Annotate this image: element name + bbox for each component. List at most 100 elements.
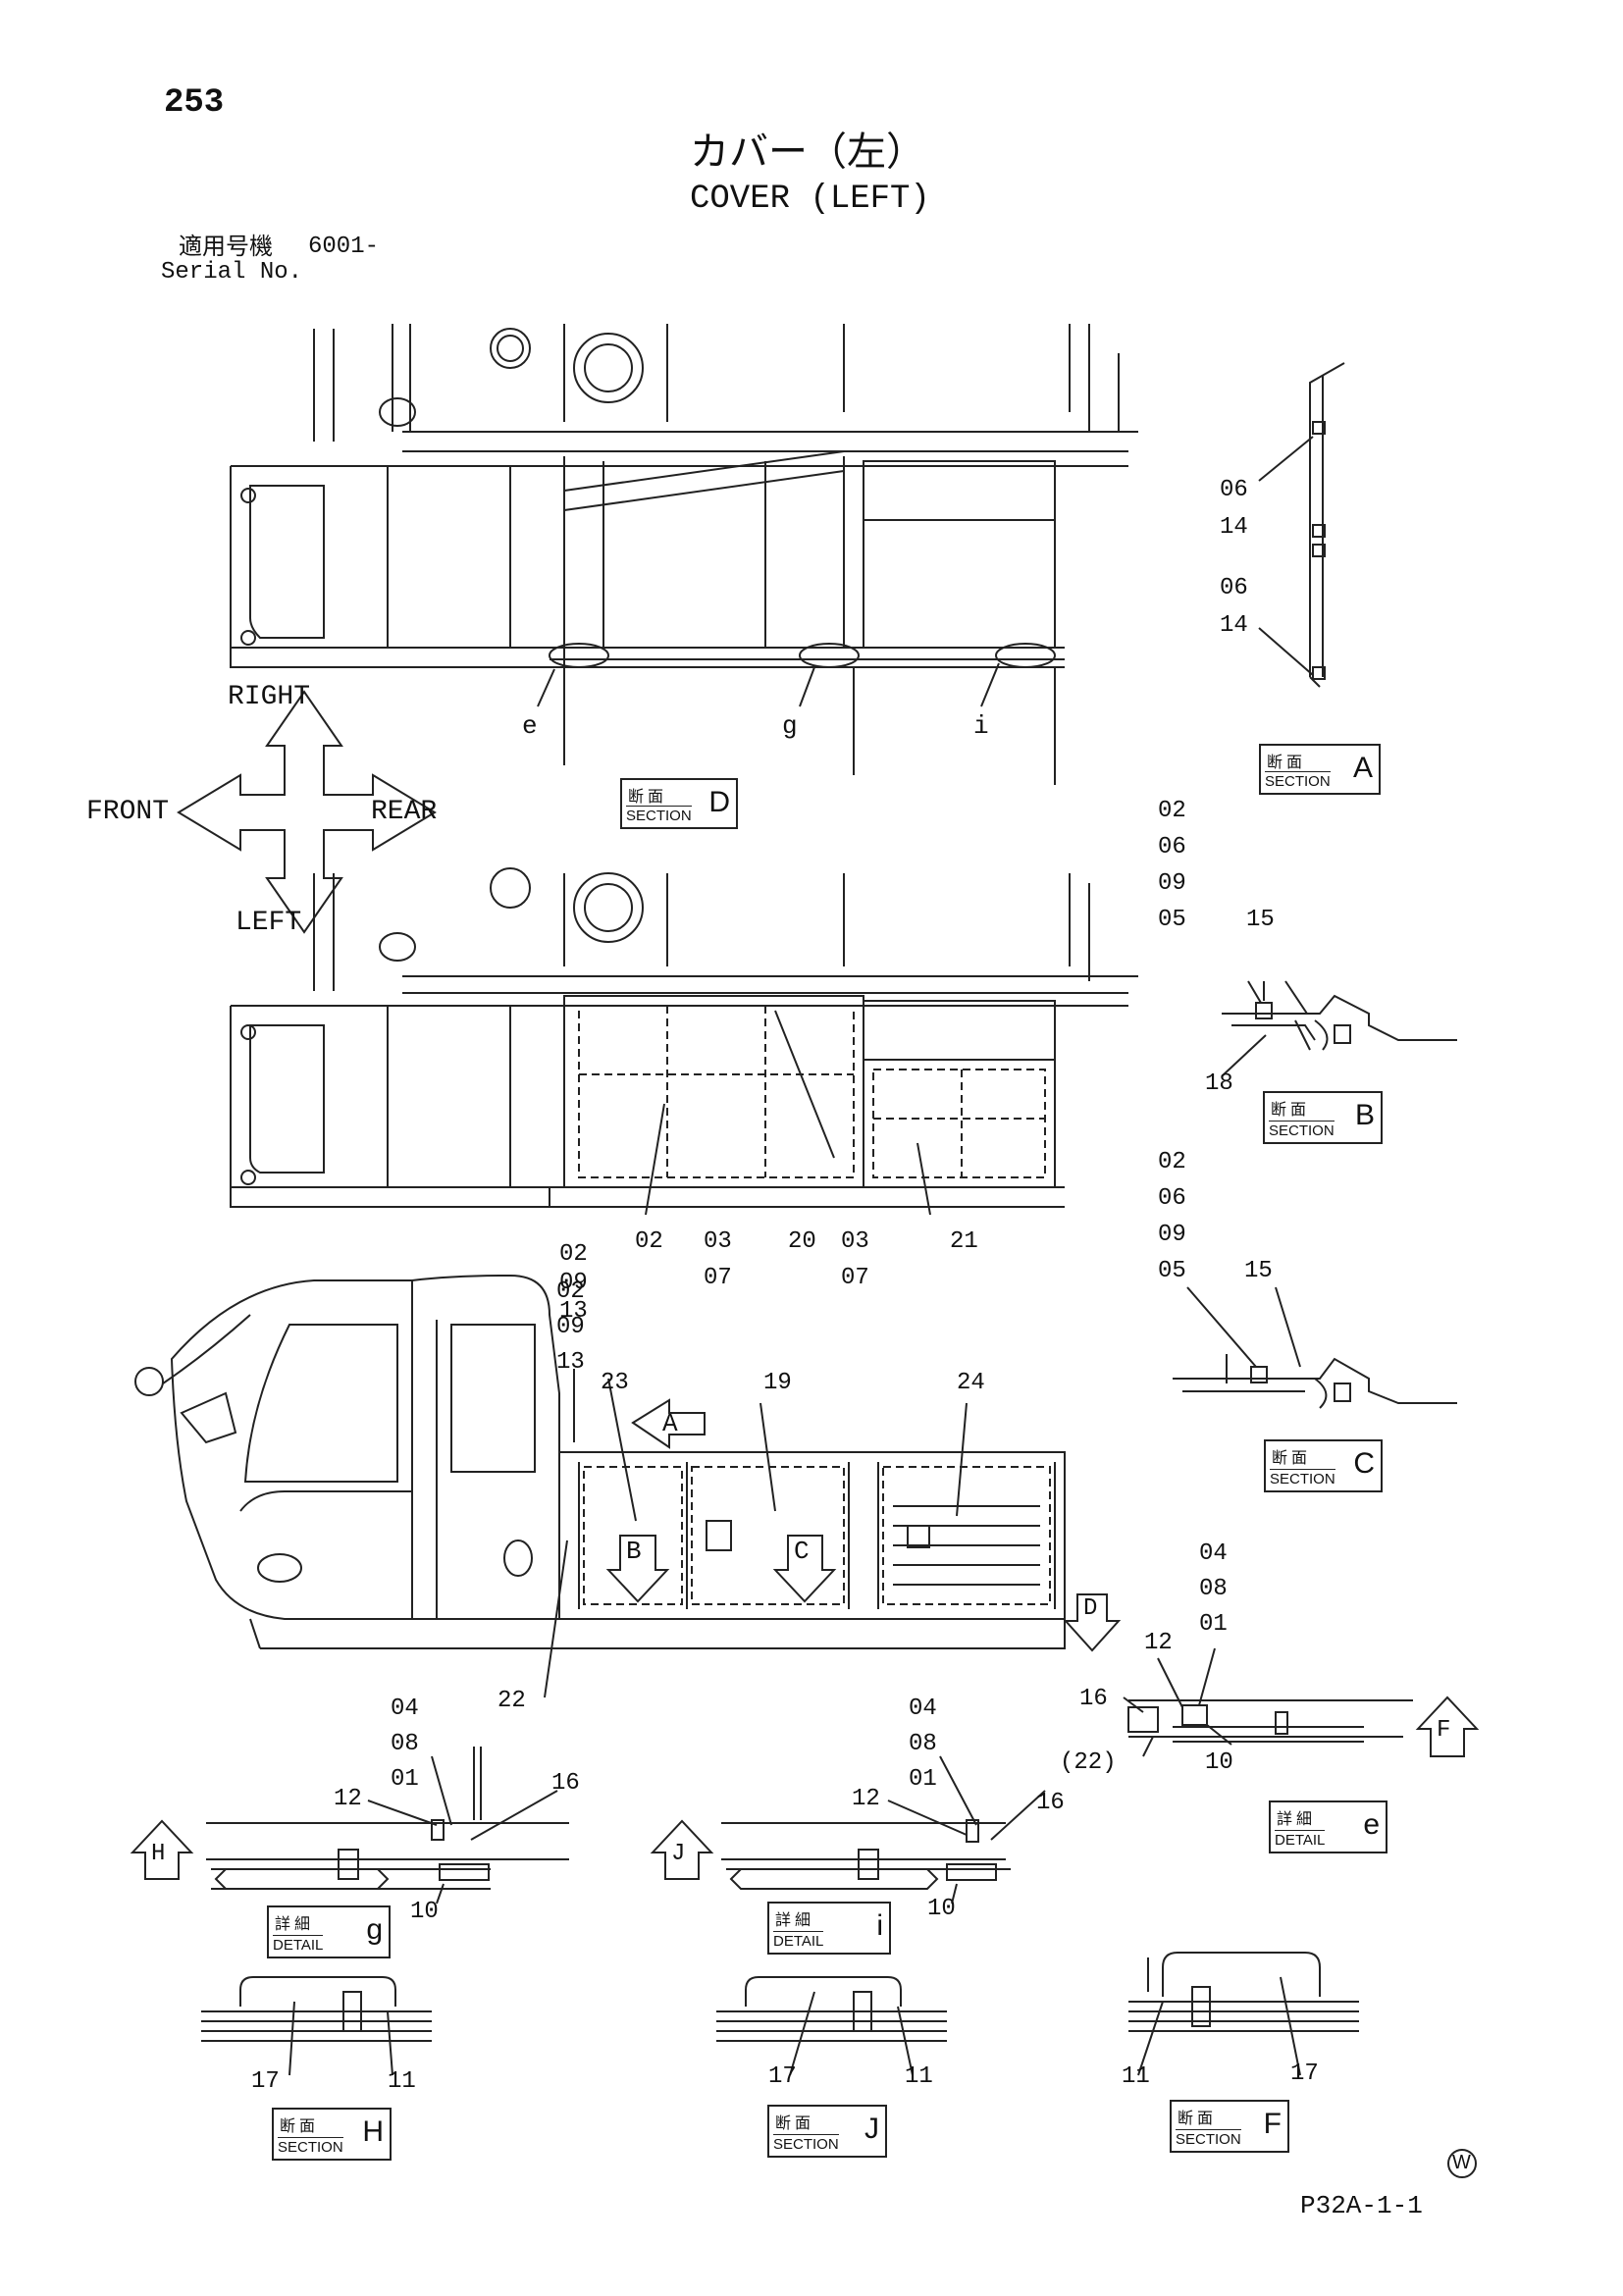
section-j-drawing — [716, 1976, 947, 2076]
serial-label-english: Serial No. — [161, 259, 303, 286]
part-label: 03 — [704, 1228, 732, 1255]
view-letter-f: F — [1437, 1717, 1451, 1744]
part-label: 08 — [1199, 1576, 1228, 1602]
view-letter-h: H — [151, 1841, 166, 1867]
part-label: 17 — [768, 2063, 797, 2090]
view-marker-h — [130, 1819, 194, 1880]
figure-code: P32A-1-1 — [1300, 2191, 1423, 2220]
part-label: 03 — [841, 1228, 869, 1255]
part-label: 21 — [950, 1228, 978, 1255]
view-marker-d — [1063, 1593, 1122, 1652]
view-marker-a — [631, 1398, 706, 1449]
part-label: 20 — [788, 1228, 816, 1255]
serial-label-japanese: 適用号機 — [179, 234, 273, 260]
view-marker-f — [1415, 1696, 1480, 1757]
part-label: 10 — [1205, 1749, 1233, 1776]
part-label: 02 — [1158, 1149, 1186, 1175]
part-label: 04 — [1199, 1540, 1228, 1567]
part-label: 14 — [1220, 514, 1248, 541]
part-label: 10 — [927, 1896, 956, 1922]
part-label: 09 — [1158, 870, 1186, 897]
part-label: 24 — [957, 1370, 985, 1396]
w-mark — [1447, 2149, 1477, 2178]
section-h-drawing — [201, 1976, 432, 2076]
direction-left: LEFT — [236, 908, 302, 938]
side-elevation-view — [134, 1274, 1066, 1698]
part-label: 19 — [763, 1370, 792, 1396]
direction-rear: REAR — [371, 797, 438, 827]
part-label: 06 — [1220, 477, 1248, 503]
title-english: COVER (LEFT) — [690, 181, 930, 218]
part-label: 01 — [909, 1766, 937, 1793]
part-label: 05 — [1158, 1258, 1186, 1284]
part-label: 09 — [556, 1314, 585, 1340]
part-label: 15 — [1246, 907, 1275, 933]
view-marker-j — [650, 1819, 714, 1880]
part-label: 16 — [1079, 1686, 1108, 1712]
part-label: 04 — [391, 1696, 419, 1722]
part-label: 02 — [1158, 798, 1186, 824]
section-b-drawing — [1221, 980, 1457, 1077]
part-label: 09 — [559, 1270, 588, 1296]
part-label: 12 — [1144, 1630, 1173, 1656]
detail-i-drawing — [721, 1755, 1046, 1905]
callout-g: g — [782, 711, 798, 741]
part-label: 01 — [391, 1766, 419, 1793]
frame-plan-view-top — [230, 324, 1138, 785]
part-label: 13 — [559, 1298, 588, 1325]
part-label: 06 — [1220, 575, 1248, 601]
view-letter-j: J — [671, 1841, 686, 1867]
detail-e-drawing — [1123, 1647, 1413, 1757]
section-a-drawing — [1258, 362, 1345, 688]
callout-e: e — [522, 711, 538, 741]
direction-arrows — [177, 690, 437, 934]
part-label: 04 — [909, 1696, 937, 1722]
part-label: 18 — [1205, 1070, 1233, 1097]
part-label: 02 — [559, 1241, 588, 1268]
callout-i: i — [973, 711, 989, 741]
part-label: 16 — [551, 1770, 580, 1797]
mark-letter: W — [1452, 2152, 1471, 2173]
part-label: 23 — [601, 1370, 629, 1396]
part-label: 15 — [1244, 1258, 1273, 1284]
page-number: 253 — [164, 84, 225, 122]
part-label: 14 — [1220, 612, 1248, 639]
direction-right: RIGHT — [228, 682, 311, 712]
part-label: 06 — [1158, 1185, 1186, 1212]
view-marker-b — [605, 1535, 670, 1603]
section-c-drawing — [1173, 1286, 1457, 1409]
view-letter-d: D — [1083, 1595, 1098, 1622]
part-label: 08 — [909, 1731, 937, 1757]
part-label: 01 — [1199, 1611, 1228, 1638]
part-label: 08 — [391, 1731, 419, 1757]
part-label: 13 — [556, 1349, 585, 1376]
part-label: 07 — [704, 1265, 732, 1291]
part-label: 05 — [1158, 907, 1186, 933]
part-label: 07 — [841, 1265, 869, 1291]
part-label: 11 — [1122, 2063, 1150, 2090]
part-label: 12 — [852, 1786, 880, 1812]
serial-value: 6001- — [308, 234, 380, 260]
view-letter-b: B — [626, 1537, 642, 1566]
view-letter-c: C — [794, 1537, 810, 1566]
part-label: 10 — [410, 1899, 439, 1925]
part-label: 02 — [556, 1278, 585, 1305]
frame-plan-view-middle — [230, 867, 1138, 1216]
title-japanese: カバー（左） — [690, 130, 925, 174]
part-label: 17 — [1290, 2061, 1319, 2087]
part-label: 12 — [334, 1786, 362, 1812]
part-label: 22 — [497, 1688, 526, 1714]
part-label: 17 — [251, 2068, 280, 2095]
part-label: 11 — [388, 2068, 416, 2095]
section-f-drawing — [1128, 1952, 1359, 2076]
part-label: 11 — [905, 2063, 933, 2090]
